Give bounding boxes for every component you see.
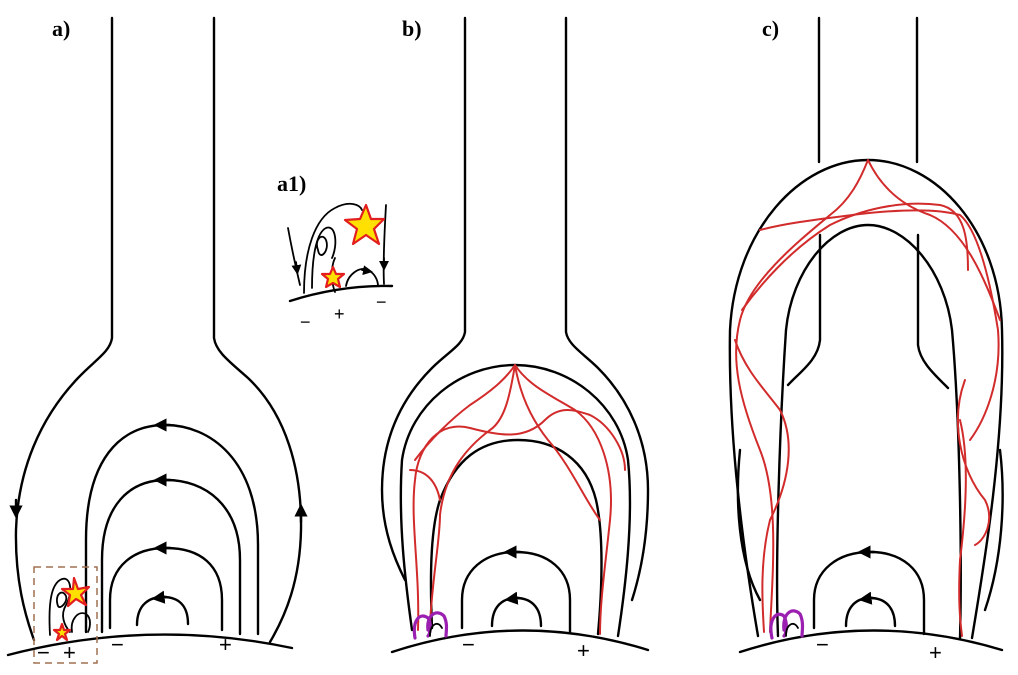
open-field-right-lower-c xyxy=(916,233,950,390)
polarity-minus: − xyxy=(37,640,50,665)
polarity-plus: + xyxy=(63,640,76,665)
twisted-field-c xyxy=(734,339,790,633)
small-rope-a xyxy=(48,577,72,636)
twisted-field-b xyxy=(409,469,441,501)
panel-b-label: b) xyxy=(402,16,422,41)
small-spiral-a xyxy=(56,591,68,608)
field-line-a1 xyxy=(287,227,301,286)
polarity-minus: − xyxy=(300,312,311,332)
flare-star-icon xyxy=(60,576,91,608)
field-line-a1 xyxy=(382,204,387,285)
polarity-minus: − xyxy=(462,632,475,657)
small-spiral-a1 xyxy=(316,235,328,256)
photosphere-b xyxy=(390,629,650,654)
polarity-plus: + xyxy=(577,638,590,663)
photosphere-c xyxy=(738,629,1004,654)
twisted-field-b xyxy=(429,364,601,626)
field-line-a1 xyxy=(311,226,337,289)
arrow-icon xyxy=(151,590,168,604)
small-loop-a xyxy=(70,612,91,633)
twisted-field-c xyxy=(741,202,969,311)
twisted-field-c xyxy=(956,379,991,546)
arrow-icon xyxy=(361,265,373,276)
small-black-loop-b xyxy=(429,622,443,637)
polarity-minus: − xyxy=(376,292,387,312)
polarity-plus: + xyxy=(334,304,345,324)
small-black-loop-c xyxy=(785,622,799,637)
arrow-icon xyxy=(858,591,875,605)
closed-loop-1-b xyxy=(460,550,572,634)
closed-loop-2-a xyxy=(100,478,242,636)
closed-loop-1-c xyxy=(812,550,926,636)
open-field-left-lower-c xyxy=(786,233,822,387)
flare-star-icon xyxy=(320,265,346,289)
polarity-minus: − xyxy=(816,632,829,657)
open-field-right-a xyxy=(212,16,303,644)
panel-a: a) − + − + xyxy=(6,16,308,665)
twisted-field-c xyxy=(735,159,1001,633)
twisted-field-c xyxy=(958,419,967,637)
panel-b: b) − + xyxy=(380,16,650,663)
inset-box xyxy=(33,566,98,664)
field-line-a1 xyxy=(303,202,363,294)
small-loop-a1 xyxy=(345,268,379,287)
closed-loop-1-a xyxy=(84,423,260,636)
closed-loop-3-a xyxy=(108,546,224,632)
panel-c-label: c) xyxy=(762,16,779,41)
open-field-left-a xyxy=(14,16,114,642)
open-field-right-outer-c xyxy=(983,448,1004,612)
flux-rope-inner-c xyxy=(775,223,962,640)
arrow-icon xyxy=(504,591,521,605)
panel-c: c) − + xyxy=(728,16,1004,665)
panel-a1: a1) − + − xyxy=(277,171,394,332)
open-field-right-b xyxy=(564,16,650,602)
open-field-left-b xyxy=(380,16,467,582)
open-field-left-outer-c xyxy=(736,448,762,602)
polarity-plus: + xyxy=(219,632,232,657)
closed-loop-4-a xyxy=(135,595,190,627)
photosphere-a xyxy=(6,633,294,657)
panel-a-label: a) xyxy=(52,16,70,41)
polarity-minus: − xyxy=(111,632,124,657)
closed-loop-2-c xyxy=(844,596,897,628)
twisted-field-c xyxy=(759,209,1000,441)
closed-loop-2-b xyxy=(490,596,543,628)
flare-star-icon xyxy=(52,622,72,642)
photosphere-a1 xyxy=(288,284,394,303)
flux-rope-inner-b xyxy=(429,438,603,636)
polarity-plus: + xyxy=(929,640,942,665)
panel-a1-label: a1) xyxy=(277,171,306,196)
flare-star-icon xyxy=(343,203,386,246)
twisted-field-b xyxy=(414,364,612,635)
arrow-icon xyxy=(291,261,302,275)
